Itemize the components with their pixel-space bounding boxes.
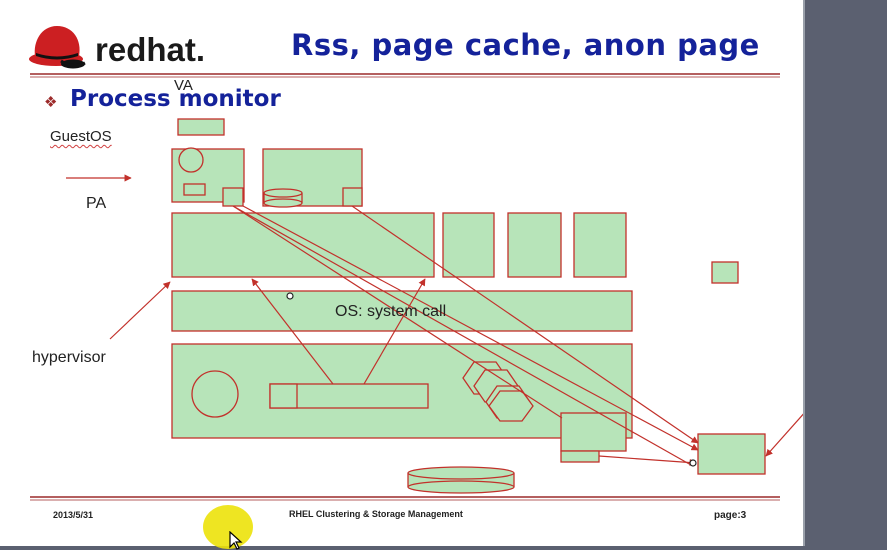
app-small-rect bbox=[183, 183, 206, 196]
map-line-5 bbox=[598, 455, 697, 467]
map-line-3 bbox=[232, 205, 692, 466]
hypervisor-arrow bbox=[109, 281, 171, 340]
va-box bbox=[177, 118, 225, 136]
guest-memory-3 bbox=[507, 212, 562, 278]
external-arrow bbox=[765, 413, 803, 457]
external-box bbox=[697, 433, 766, 475]
svg-text:redhat.: redhat. bbox=[95, 31, 205, 68]
bullet-icon: ❖ bbox=[44, 94, 58, 111]
small-floating-box bbox=[711, 261, 739, 284]
syscall-arrow-1 bbox=[251, 278, 334, 385]
buffer-bar-left bbox=[269, 383, 298, 409]
map-point-2 bbox=[689, 459, 697, 467]
guest-pagebox-1 bbox=[222, 187, 244, 207]
label-pa: PA bbox=[86, 195, 107, 212]
footer-rule bbox=[30, 496, 780, 501]
cylinders bbox=[263, 188, 515, 494]
map-line-4 bbox=[351, 205, 699, 444]
guest-pagebox-2 bbox=[342, 187, 363, 207]
redhat-logo: redhat. bbox=[29, 26, 205, 69]
footer-title: RHEL Clustering & Storage Management bbox=[289, 509, 463, 519]
hexagon-4 bbox=[488, 390, 534, 422]
map-line-1 bbox=[232, 205, 563, 419]
mouse-pointer-icon bbox=[229, 531, 243, 550]
architecture-diagram bbox=[66, 118, 803, 494]
app-circle bbox=[178, 147, 204, 173]
map-point-1 bbox=[286, 292, 294, 300]
hv-side-box bbox=[560, 412, 627, 452]
hv-side-box-lower bbox=[560, 450, 600, 463]
label-os-system-call: OS: system call bbox=[335, 303, 447, 320]
label-guestos: GuestOS bbox=[50, 128, 112, 145]
slide-title: Rss, page cache, anon page bbox=[291, 28, 760, 62]
cursor-highlight bbox=[203, 505, 253, 549]
footer-page-number: page:3 bbox=[714, 510, 747, 521]
disk-circle bbox=[191, 370, 239, 418]
syscall-arrow-2 bbox=[363, 278, 426, 385]
bullet-process-monitor: Process monitor bbox=[70, 86, 281, 112]
label-hypervisor: hypervisor bbox=[32, 349, 106, 366]
slide: redhat. Rss, page cache, anon page ❖ Pro… bbox=[0, 0, 803, 546]
label-va: VA bbox=[174, 77, 193, 94]
header-rule bbox=[30, 73, 780, 78]
guest-memory-2 bbox=[442, 212, 495, 278]
footer-date: 2013/5/31 bbox=[53, 510, 94, 520]
guest-memory-4 bbox=[573, 212, 627, 278]
map-line-2 bbox=[242, 205, 699, 451]
